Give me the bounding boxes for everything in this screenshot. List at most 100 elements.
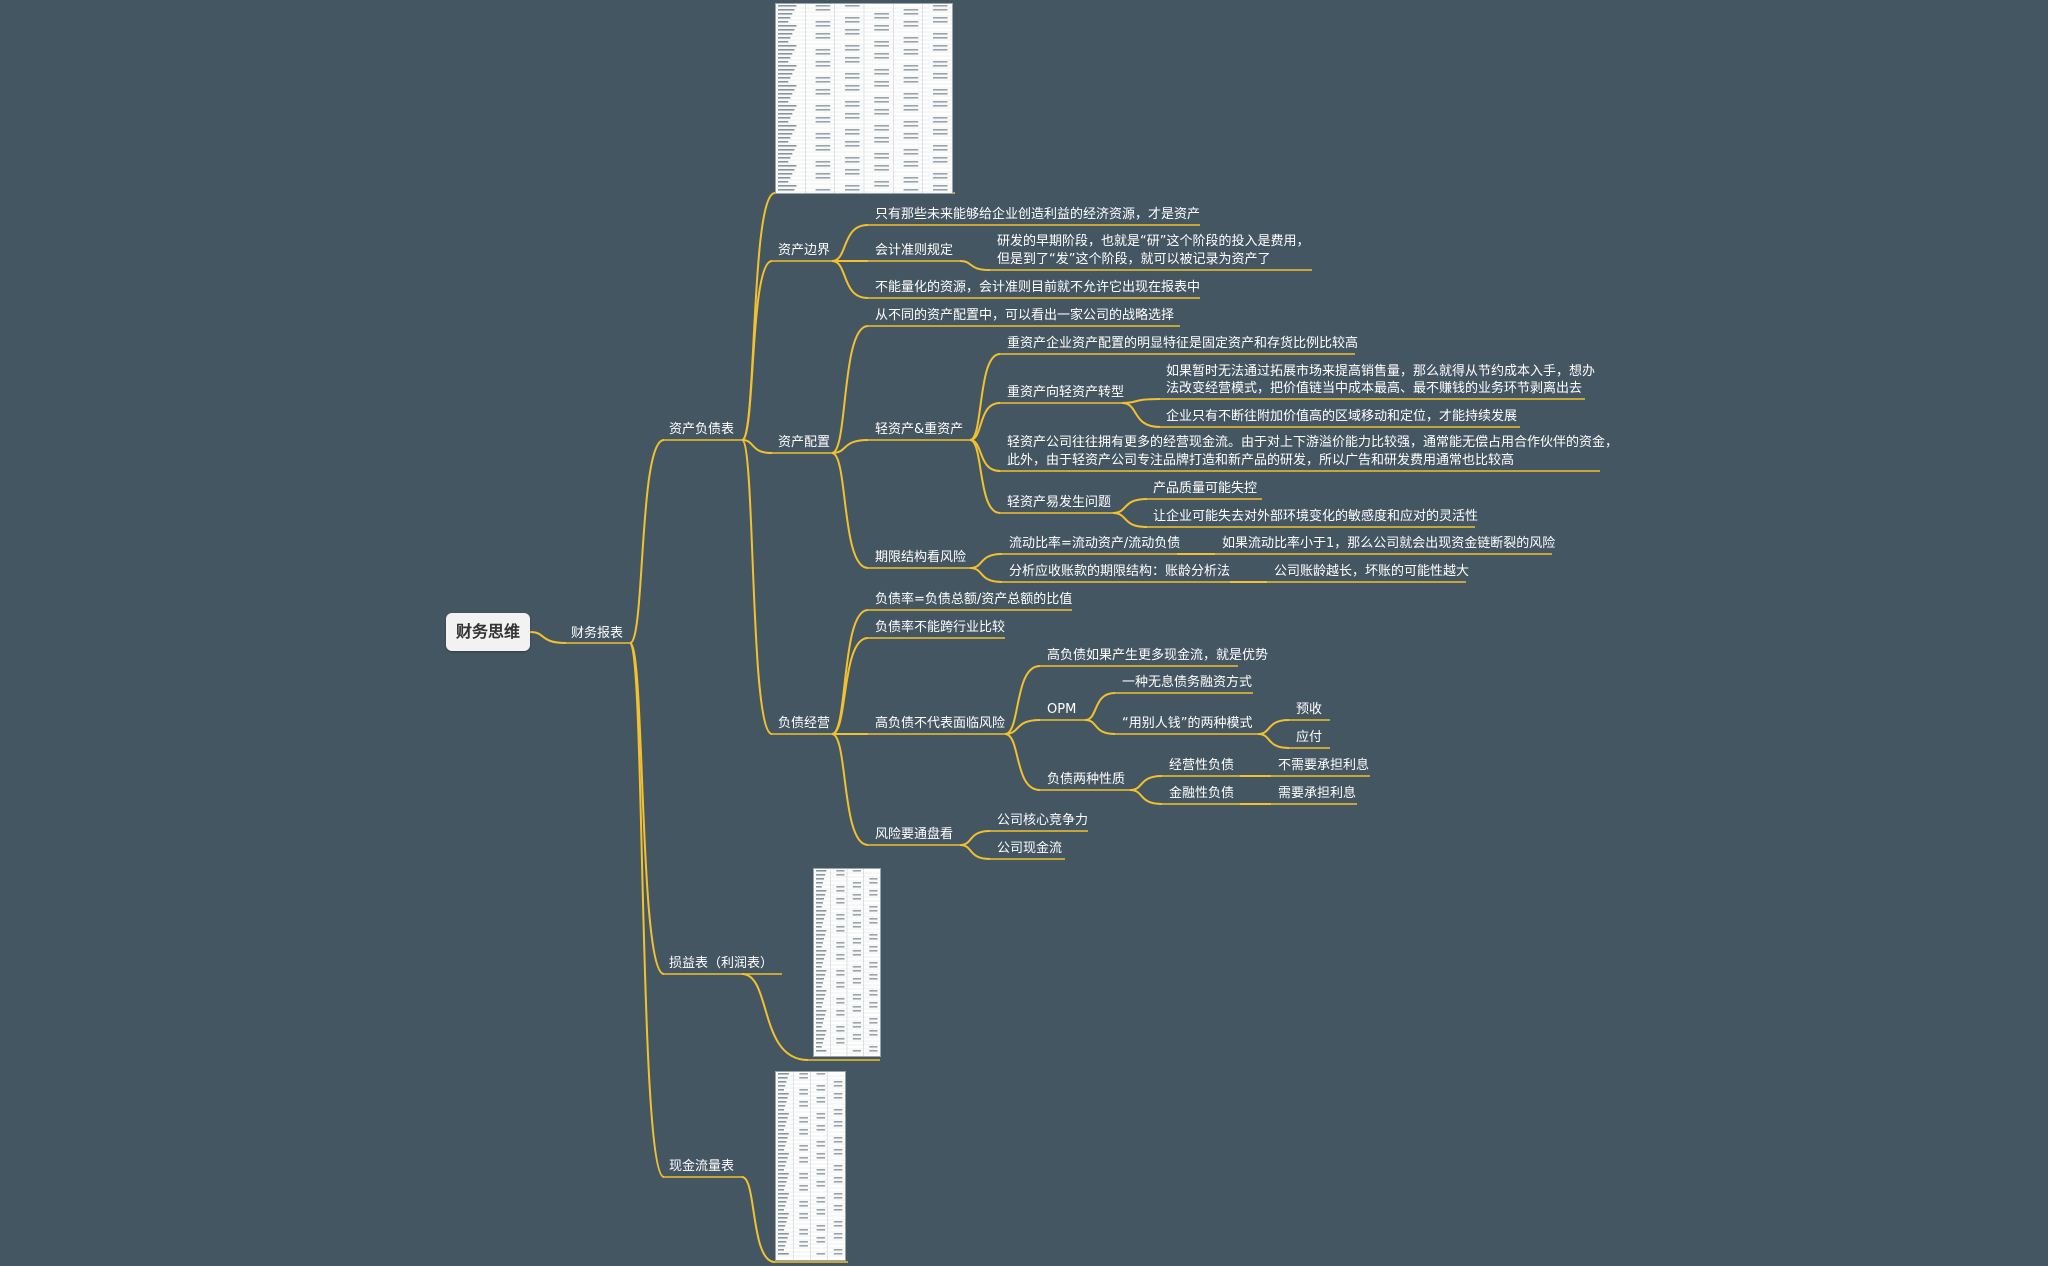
node-light-heavy[interactable]: 轻资产&重资产	[875, 422, 964, 437]
table-cell-text	[778, 45, 797, 47]
branch-connector	[969, 353, 1001, 441]
node-rd-rule-line1[interactable]: 研发的早期阶段，也就是“研”这个阶段的投入是费用，	[997, 234, 1310, 249]
node-light-problems[interactable]: 轻资产易发生问题	[1007, 495, 1112, 510]
table-cell-text	[778, 169, 795, 171]
node-company-cashflow[interactable]: 公司现金流	[997, 841, 1063, 856]
node-light-cash-line1[interactable]: 轻资产公司往往拥有更多的经营现金流。由于对上下游溢价能力比较强，通常能无偿占用合…	[1007, 435, 1619, 450]
node-financial-debt-interest[interactable]: 需要承担利息	[1278, 786, 1357, 801]
node-high-debt[interactable]: 高负债不代表面临风险	[875, 716, 1006, 731]
table-cell-value	[869, 1006, 878, 1008]
table-cell-value	[799, 1073, 808, 1075]
table-cell-value	[833, 1149, 843, 1151]
table-cell-value	[932, 77, 948, 79]
table-cell-value	[833, 1221, 843, 1223]
table-cell-text	[778, 1165, 786, 1167]
table-cell-value	[844, 173, 860, 175]
table-cell-value	[874, 157, 889, 159]
table-cell-value	[874, 45, 889, 47]
table-cell-text	[778, 1121, 787, 1123]
node-problem-flexibility[interactable]: 让企业可能失去对外部环境变化的敏感度和应对的灵活性	[1153, 509, 1479, 524]
node-cashflow-statement[interactable]: 现金流量表	[669, 1159, 735, 1174]
table-cell-value	[799, 1101, 808, 1103]
node-asset-allocation[interactable]: 资产配置	[778, 435, 831, 450]
table-cell-text	[778, 1133, 789, 1135]
table-cell-value	[844, 89, 860, 91]
node-debt-nature[interactable]: 负债两种性质	[1047, 772, 1126, 787]
table-cell-value	[869, 934, 878, 936]
node-opm[interactable]: OPM	[1047, 702, 1077, 717]
node-core-competence[interactable]: 公司核心竞争力	[997, 813, 1089, 828]
table-cell-text	[778, 1137, 788, 1139]
node-current-ratio[interactable]: 流动比率=流动资产/流动负债	[1009, 536, 1181, 551]
table-cell-value	[869, 878, 878, 880]
table-cell-value	[852, 1038, 862, 1040]
node-debt-ratio-industry[interactable]: 负债率不能跨行业比较	[875, 620, 1006, 635]
root-node[interactable]: 财务思维	[446, 613, 530, 651]
node-boundary-1[interactable]: 只有那些未来能够给企业创造利益的经济资源，才是资产	[875, 207, 1201, 222]
table-cell-value	[844, 145, 860, 147]
branch-connector	[831, 224, 869, 262]
table-cell-text	[778, 173, 793, 175]
node-transform-2[interactable]: 企业只有不断往附加价值高的区域移动和定位，才能持续发展	[1166, 409, 1518, 424]
node-financial-report[interactable]: 财务报表	[571, 626, 624, 641]
node-debt-ratio[interactable]: 负债率=负债总额/资产总额的比值	[875, 592, 1073, 607]
table-cell-value	[816, 1253, 826, 1255]
node-aging-analysis[interactable]: 分析应收账款的期限结构：账龄分析法	[1009, 564, 1231, 579]
node-problem-quality[interactable]: 产品质量可能失控	[1153, 481, 1258, 496]
branch-connector	[1121, 402, 1161, 428]
node-rd-rule-line2[interactable]: 但是到了“发”这个阶段，就可以被记录为资产了	[997, 252, 1271, 267]
table-cell-text	[816, 1026, 822, 1028]
node-current-ratio-risk[interactable]: 如果流动比率小于1，那么公司就会出现资金链断裂的风险	[1222, 536, 1556, 551]
table-cell-value	[844, 33, 860, 35]
table-cell-text	[778, 97, 791, 99]
node-accounting-rules[interactable]: 会计准则规定	[875, 243, 954, 258]
node-asset-boundary[interactable]: 资产边界	[778, 243, 831, 258]
table-cell-value	[844, 141, 860, 143]
node-financial-debt[interactable]: 金融性负债	[1169, 786, 1235, 801]
node-transform-1-line1[interactable]: 如果暂时无法通过拓展市场来提高销售量，那么就得从节约成本入手，想办	[1166, 364, 1596, 379]
table-cell-text	[778, 1221, 787, 1223]
table-cell-value	[932, 21, 948, 23]
node-opm-two-modes[interactable]: “用别人钱”的两种模式	[1122, 716, 1253, 731]
node-allocation-1[interactable]: 从不同的资产配置中，可以看出一家公司的战略选择	[875, 308, 1175, 323]
node-debt-operation[interactable]: 负债经营	[778, 716, 831, 731]
node-heavy-feature[interactable]: 重资产企业资产配置的明显特征是固定资产和存货比例比较高	[1007, 336, 1359, 351]
table-cell-value	[874, 169, 889, 171]
node-aging-risk[interactable]: 公司账龄越长，坏账的可能性越大	[1274, 564, 1470, 579]
table-cell-text	[778, 1197, 788, 1199]
table-cell-value	[874, 129, 889, 131]
table-cell-value	[932, 89, 948, 91]
table-cell-text	[778, 1081, 787, 1083]
node-transform-1-line2[interactable]: 法改变经营模式，把价值链当中成本最高、最不赚钱的业务环节剥离出去	[1166, 381, 1583, 396]
node-balance-sheet[interactable]: 资产负债表	[669, 422, 735, 437]
branch-connector	[1084, 692, 1116, 721]
branch-connector	[1129, 789, 1163, 805]
table-cell-text	[778, 1145, 786, 1147]
node-risk-overall[interactable]: 风险要通盘看	[875, 827, 954, 842]
table-cell-value	[869, 1030, 878, 1032]
table-cell-value	[903, 65, 919, 67]
node-opm-free[interactable]: 一种无息债务融资方式	[1122, 675, 1253, 690]
table-cell-text	[778, 85, 797, 87]
node-payable[interactable]: 应付	[1296, 730, 1323, 745]
table-cell-value	[874, 29, 889, 31]
node-high-debt-cash[interactable]: 高负债如果产生更多现金流，就是优势	[1047, 648, 1269, 663]
node-light-cash-line2[interactable]: 此外，由于轻资产公司专注品牌打造和新产品的研发，所以广告和研发费用通常也比较高	[1007, 453, 1515, 468]
node-operating-debt[interactable]: 经营性负债	[1169, 758, 1235, 773]
table-cell-value	[903, 49, 919, 51]
table-cell-value	[932, 177, 948, 179]
node-operating-debt-interest[interactable]: 不需要承担利息	[1278, 758, 1370, 773]
table-cell-value	[932, 121, 948, 123]
node-prepaid[interactable]: 预收	[1296, 702, 1323, 717]
node-income-statement[interactable]: 损益表（利润表）	[669, 956, 774, 971]
table-cell-value	[816, 1073, 826, 1075]
table-cell-value	[869, 1002, 878, 1004]
node-heavy-to-light[interactable]: 重资产向轻资产转型	[1007, 385, 1125, 400]
table-cell-value	[869, 890, 878, 892]
table-cell-value	[815, 89, 831, 91]
table-cell-text	[816, 966, 822, 968]
node-boundary-3[interactable]: 不能量化的资源，会计准则目前就不允许它出现在报表中	[875, 280, 1201, 295]
table-cell-value	[833, 1225, 843, 1227]
table-cell-text	[816, 1002, 823, 1004]
node-term-risk[interactable]: 期限结构看风险	[875, 550, 967, 565]
